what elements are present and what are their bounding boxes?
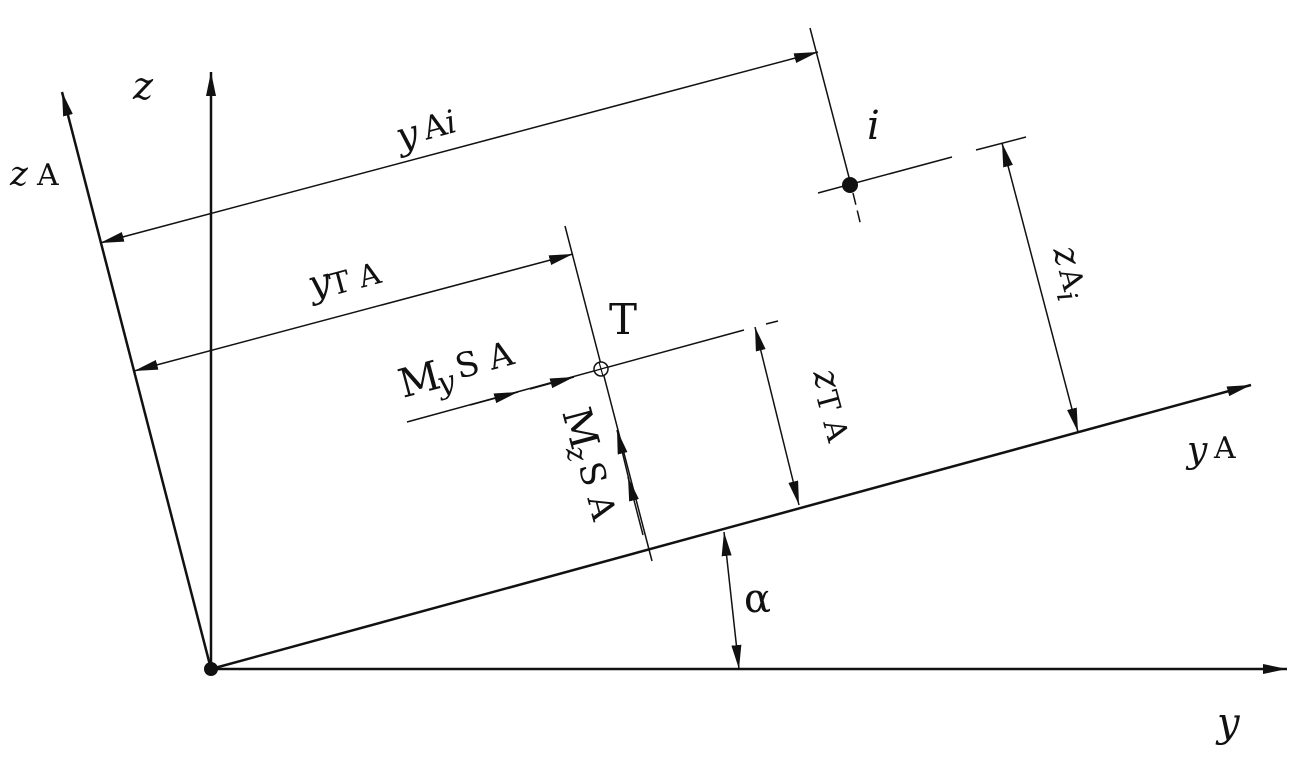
dim-yta	[133, 253, 574, 372]
svg-text:T A: T A	[808, 387, 855, 446]
label-i: i	[867, 103, 880, 149]
label-ya: y A	[1185, 430, 1236, 471]
svg-text:y: y	[1185, 430, 1208, 471]
svg-text:S A: S A	[570, 458, 624, 525]
label-mysa: M y S A	[394, 334, 519, 408]
point-t-cross-v	[598, 361, 604, 377]
moment-mzsa-arrow-1	[627, 476, 644, 536]
dim-alpha	[721, 531, 742, 670]
za-axis	[60, 91, 213, 670]
dim-zta	[754, 326, 800, 506]
svg-text:y: y	[389, 110, 424, 159]
label-za: z A	[9, 154, 59, 194]
label-alpha: α	[744, 576, 771, 622]
label-zai: z A i	[1044, 241, 1090, 305]
i-parallel-line	[817, 156, 953, 194]
label-zta: z T A	[804, 364, 855, 446]
i-parallel-line-dash	[975, 136, 1027, 151]
moment-mysa-arrow-2	[529, 376, 575, 390]
svg-text:A: A	[36, 158, 59, 193]
label-z: z	[132, 64, 154, 108]
t-parallel-line	[406, 329, 745, 423]
svg-text:S A: S A	[451, 334, 518, 388]
dim-zai	[1001, 142, 1079, 433]
t-parallel-line-dash	[765, 320, 779, 325]
extension-line-i-dash	[852, 192, 862, 227]
origin-point	[204, 662, 218, 676]
ya-axis	[210, 383, 1252, 671]
svg-text:z: z	[9, 154, 29, 194]
moment-mzsa-arrow-2	[616, 429, 630, 481]
svg-text:T A: T A	[326, 256, 385, 303]
svg-text:A: A	[1213, 431, 1236, 466]
point-i	[842, 177, 858, 193]
label-yta: y T A	[301, 256, 385, 307]
dim-yai	[99, 51, 819, 244]
moment-mysa-arrow-1	[469, 391, 519, 406]
label-y: y	[1215, 700, 1241, 746]
extension-line-t	[564, 225, 653, 562]
label-t: T	[609, 295, 637, 344]
extension-line-i	[809, 27, 852, 186]
